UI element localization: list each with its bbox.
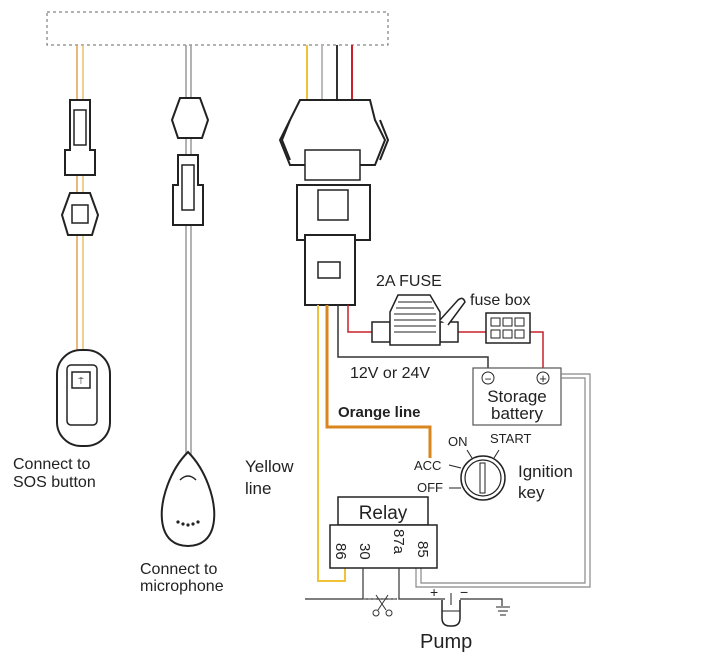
relay-pin-30: 30 — [356, 543, 373, 560]
ignition-on: ON — [448, 434, 468, 449]
ignition-acc: ACC — [414, 458, 441, 473]
red-wire — [347, 305, 544, 370]
ground-wire — [337, 305, 489, 370]
battery-minus-label: − — [484, 372, 491, 386]
microphone — [160, 450, 216, 548]
fuse-label: 2A FUSE — [376, 273, 442, 290]
ignition-off: OFF — [417, 480, 443, 495]
pump-plus: + — [430, 584, 438, 600]
pump: + − — [430, 584, 468, 627]
fuse-box — [485, 312, 531, 344]
pump-minus: − — [460, 584, 468, 600]
relay-pin-87a: 87a — [390, 529, 407, 555]
sos-button: ⍑ — [56, 349, 111, 447]
svg-text:⍑: ⍑ — [78, 376, 84, 386]
ground-icon — [496, 606, 510, 616]
relay-pin-85: 85 — [414, 541, 431, 558]
tracker-device — [46, 11, 389, 46]
orange-line-label: Orange line — [338, 404, 421, 421]
cut-scissors-icon — [372, 594, 393, 617]
pump-label: Pump — [420, 631, 472, 653]
fuse — [371, 294, 466, 346]
power-harness — [278, 45, 390, 306]
sos-cable — [60, 45, 100, 352]
orange-wire — [325, 305, 432, 458]
relay-pin-86: 86 — [332, 543, 349, 560]
relay-label: Relay — [359, 503, 408, 524]
ignition-start: START — [490, 431, 531, 446]
microphone-cable — [170, 45, 210, 455]
fuse-box-label: fuse box — [470, 292, 530, 309]
voltage-label: 12V or 24V — [350, 365, 430, 382]
relay: Relay 86 30 87a 85 — [329, 496, 438, 569]
relay-85-wire — [420, 377, 586, 584]
yellow-wire — [317, 305, 346, 582]
battery-plus-label: + — [539, 371, 547, 386]
